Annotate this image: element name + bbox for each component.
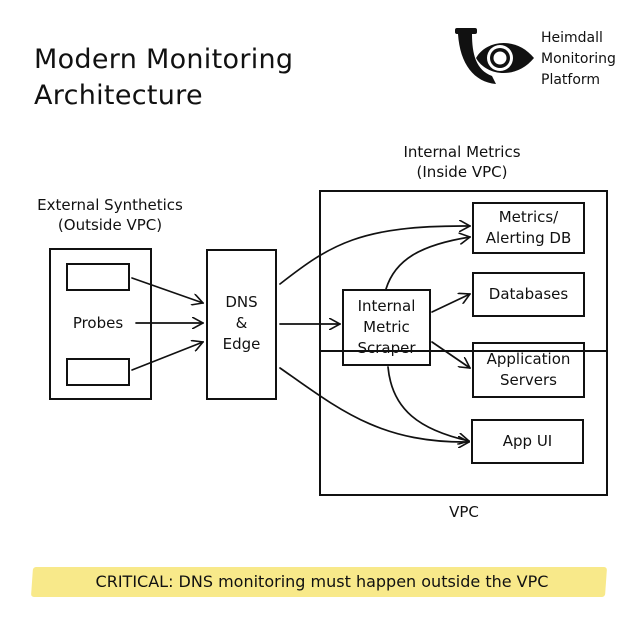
probes-label: Probes <box>72 313 124 332</box>
external-label-line-2: (Outside VPC) <box>57 216 163 234</box>
application-servers-box[interactable] <box>472 342 585 398</box>
dns-edge-box[interactable] <box>206 249 277 400</box>
metrics-alerting-db-label: Metrics/ Alerting DB <box>472 204 585 252</box>
page-title: Modern Monitoring Architecture <box>34 42 293 114</box>
dns-edge-label: DNS & Edge <box>206 290 277 356</box>
scraper-line-1: Internal <box>357 296 416 315</box>
vpc-boundary[interactable] <box>319 190 608 496</box>
vpc-label: VPC <box>449 503 479 521</box>
internal-metric-scraper-box[interactable] <box>342 289 431 366</box>
scraper-line-3: Scraper <box>357 338 416 357</box>
brand-line-2: Monitoring <box>541 51 616 67</box>
databases-label: Databases <box>488 285 569 303</box>
app-ui-label: App UI <box>502 432 553 450</box>
scraper-line-2: Metric <box>363 317 410 336</box>
probe-box-top[interactable] <box>66 263 130 291</box>
dns-edge-line-1: DNS <box>225 292 258 311</box>
internal-label-line-2: (Inside VPC) <box>416 163 508 181</box>
critical-callout: CRITICAL: DNS monitoring must happen out… <box>95 572 549 591</box>
target-2-line-1: Application <box>486 350 571 368</box>
internal-metrics-label: Internal Metrics (Inside VPC) <box>362 142 562 182</box>
title-line-2: Architecture <box>34 80 203 111</box>
probe-box-bottom[interactable] <box>66 358 130 386</box>
brand-line-3: Platform <box>541 72 601 88</box>
title-line-1: Modern Monitoring <box>34 44 294 75</box>
target-0-line-1: Metrics/ <box>498 208 559 226</box>
target-0-line-2: Alerting DB <box>485 229 572 247</box>
brand-name: Heimdall Monitoring Platform <box>541 28 616 91</box>
horn-eye-icon <box>455 28 534 84</box>
application-servers-label: Application Servers <box>472 344 585 396</box>
metrics-alerting-db-box[interactable] <box>472 202 585 254</box>
probes-group[interactable] <box>49 248 152 400</box>
dns-edge-line-2: & <box>235 313 248 332</box>
dns-edge-line-3: Edge <box>222 334 261 353</box>
target-2-line-2: Servers <box>499 371 557 389</box>
app-ui-box[interactable] <box>471 419 584 464</box>
internal-label-line-1: Internal Metrics <box>403 143 521 161</box>
brand-line-1: Heimdall <box>541 30 603 46</box>
external-synthetics-label: External Synthetics (Outside VPC) <box>10 195 210 235</box>
scraper-label: Internal Metric Scraper <box>342 292 431 362</box>
databases-box[interactable] <box>472 272 585 317</box>
external-label-line-1: External Synthetics <box>37 196 183 214</box>
